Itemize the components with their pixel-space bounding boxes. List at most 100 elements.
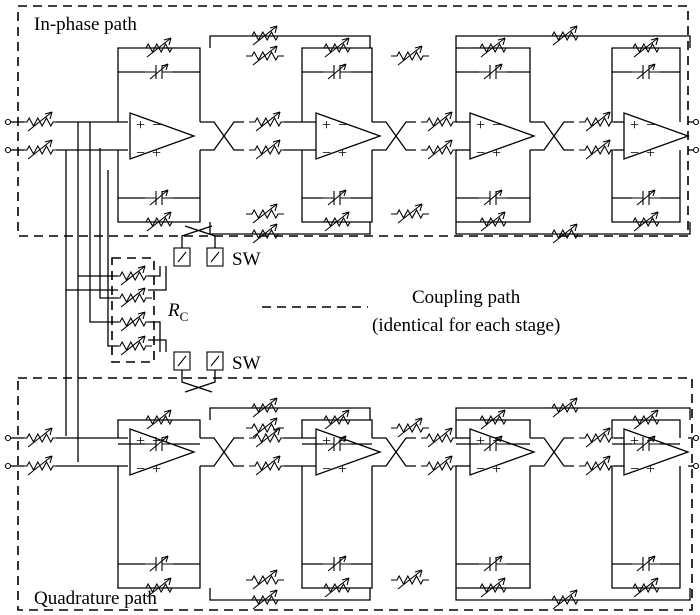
op-amp-sign: + bbox=[646, 145, 655, 162]
variable-resistor bbox=[140, 577, 178, 598]
op-amp-sign: + bbox=[338, 461, 347, 478]
variable-resistor bbox=[246, 223, 284, 244]
variable-resistor bbox=[114, 311, 152, 332]
op-amp-sign: − bbox=[152, 117, 161, 134]
circuit-elements: +−−++−−++−−++−−++−−++−−++−−++−−+ bbox=[4, 25, 700, 610]
quadrature-path-box bbox=[17, 377, 693, 611]
variable-resistor bbox=[246, 569, 284, 590]
variable-resistor bbox=[421, 111, 459, 132]
variable-resistor bbox=[249, 111, 287, 132]
quadrature-circuit: +−−++−−++−−++−−+ bbox=[4, 397, 700, 610]
op-amp: +−−+ bbox=[469, 428, 536, 478]
op-amp: +−−+ bbox=[315, 428, 382, 478]
variable-resistor bbox=[391, 569, 429, 590]
variable-resistor bbox=[246, 397, 284, 418]
stage-3: +−−+ bbox=[455, 37, 624, 232]
op-amp-sign: + bbox=[492, 461, 501, 478]
stage-1: +−−+ bbox=[117, 409, 316, 598]
op-amp: +−−+ bbox=[129, 428, 196, 478]
variable-resistor bbox=[546, 397, 584, 418]
input-terminal bbox=[4, 434, 12, 442]
variable-resistor bbox=[21, 455, 59, 476]
variable-resistor bbox=[318, 211, 356, 232]
output-terminal bbox=[692, 462, 700, 470]
op-amp-sign: − bbox=[136, 461, 145, 478]
inphase-path-box bbox=[17, 5, 689, 237]
op-amp-sign: − bbox=[476, 461, 485, 478]
variable-capacitor bbox=[145, 189, 173, 206]
variable-capacitor bbox=[145, 555, 173, 572]
variable-resistor bbox=[579, 139, 617, 160]
variable-resistor bbox=[627, 37, 665, 58]
coupling-label: Coupling path bbox=[412, 287, 521, 308]
op-amp: +−−+ bbox=[315, 112, 382, 162]
op-amp-sign: + bbox=[646, 461, 655, 478]
variable-resistor bbox=[579, 427, 617, 448]
coupling-path-box bbox=[111, 257, 155, 363]
variable-resistor bbox=[246, 203, 284, 224]
variable-resistor bbox=[114, 335, 152, 356]
variable-resistor bbox=[627, 409, 665, 430]
stage-2: +−−+ bbox=[301, 409, 470, 598]
variable-resistor bbox=[627, 211, 665, 232]
variable-resistor bbox=[579, 111, 617, 132]
variable-resistor bbox=[246, 45, 284, 66]
variable-resistor bbox=[391, 417, 429, 438]
variable-capacitor bbox=[145, 63, 173, 80]
variable-resistor bbox=[391, 203, 429, 224]
variable-resistor bbox=[421, 455, 459, 476]
op-amp-sign: − bbox=[646, 117, 655, 134]
variable-resistor bbox=[318, 37, 356, 58]
variable-capacitor bbox=[479, 555, 507, 572]
variable-resistor bbox=[249, 139, 287, 160]
inphase-path-label: In-phase path bbox=[34, 14, 137, 35]
global-feedback bbox=[209, 397, 691, 610]
op-amp-sign: + bbox=[152, 145, 161, 162]
op-amp-sign: + bbox=[136, 117, 145, 134]
variable-resistor bbox=[246, 417, 284, 438]
op-amp-sign: − bbox=[476, 145, 485, 162]
op-amp: +−−+ bbox=[623, 112, 690, 162]
variable-resistor bbox=[627, 577, 665, 598]
variable-resistor bbox=[474, 37, 512, 58]
variable-resistor bbox=[21, 139, 59, 160]
variable-resistor bbox=[318, 577, 356, 598]
variable-resistor bbox=[474, 211, 512, 232]
variable-capacitor bbox=[479, 189, 507, 206]
global-feedback bbox=[209, 25, 691, 244]
input-terminal bbox=[4, 118, 12, 126]
variable-resistor bbox=[21, 427, 59, 448]
variable-resistor bbox=[318, 409, 356, 430]
op-amp-sign: − bbox=[646, 433, 655, 450]
variable-resistor bbox=[140, 409, 178, 430]
op-amp-sign: + bbox=[338, 145, 347, 162]
variable-capacitor bbox=[479, 63, 507, 80]
op-amp-sign: + bbox=[630, 117, 639, 134]
variable-resistor bbox=[114, 265, 152, 286]
quadrature-path-label: Quadrature path bbox=[34, 588, 157, 609]
variable-resistor bbox=[246, 25, 284, 46]
op-amp-sign: + bbox=[322, 433, 331, 450]
variable-resistor bbox=[579, 455, 617, 476]
output-terminal bbox=[692, 118, 700, 126]
op-amp-sign: + bbox=[476, 433, 485, 450]
variable-resistor bbox=[249, 455, 287, 476]
output-terminal bbox=[692, 146, 700, 154]
inphase-circuit: +−−++−−++−−++−−+ bbox=[4, 25, 700, 244]
variable-capacitor bbox=[632, 63, 660, 80]
op-amp-sign: − bbox=[338, 117, 347, 134]
variable-resistor bbox=[114, 287, 152, 308]
variable-capacitor bbox=[323, 63, 351, 80]
variable-capacitor bbox=[632, 555, 660, 572]
variable-resistor bbox=[474, 409, 512, 430]
variable-resistor bbox=[21, 111, 59, 132]
variable-capacitor bbox=[323, 189, 351, 206]
op-amp-sign: + bbox=[492, 145, 501, 162]
coupling-note: (identical for each stage) bbox=[372, 315, 560, 336]
op-amp-sign: − bbox=[492, 433, 501, 450]
op-amp-sign: + bbox=[322, 117, 331, 134]
op-amp: +−−+ bbox=[129, 112, 196, 162]
switch-label-bottom: SW bbox=[232, 353, 261, 374]
switch-top bbox=[173, 225, 224, 267]
